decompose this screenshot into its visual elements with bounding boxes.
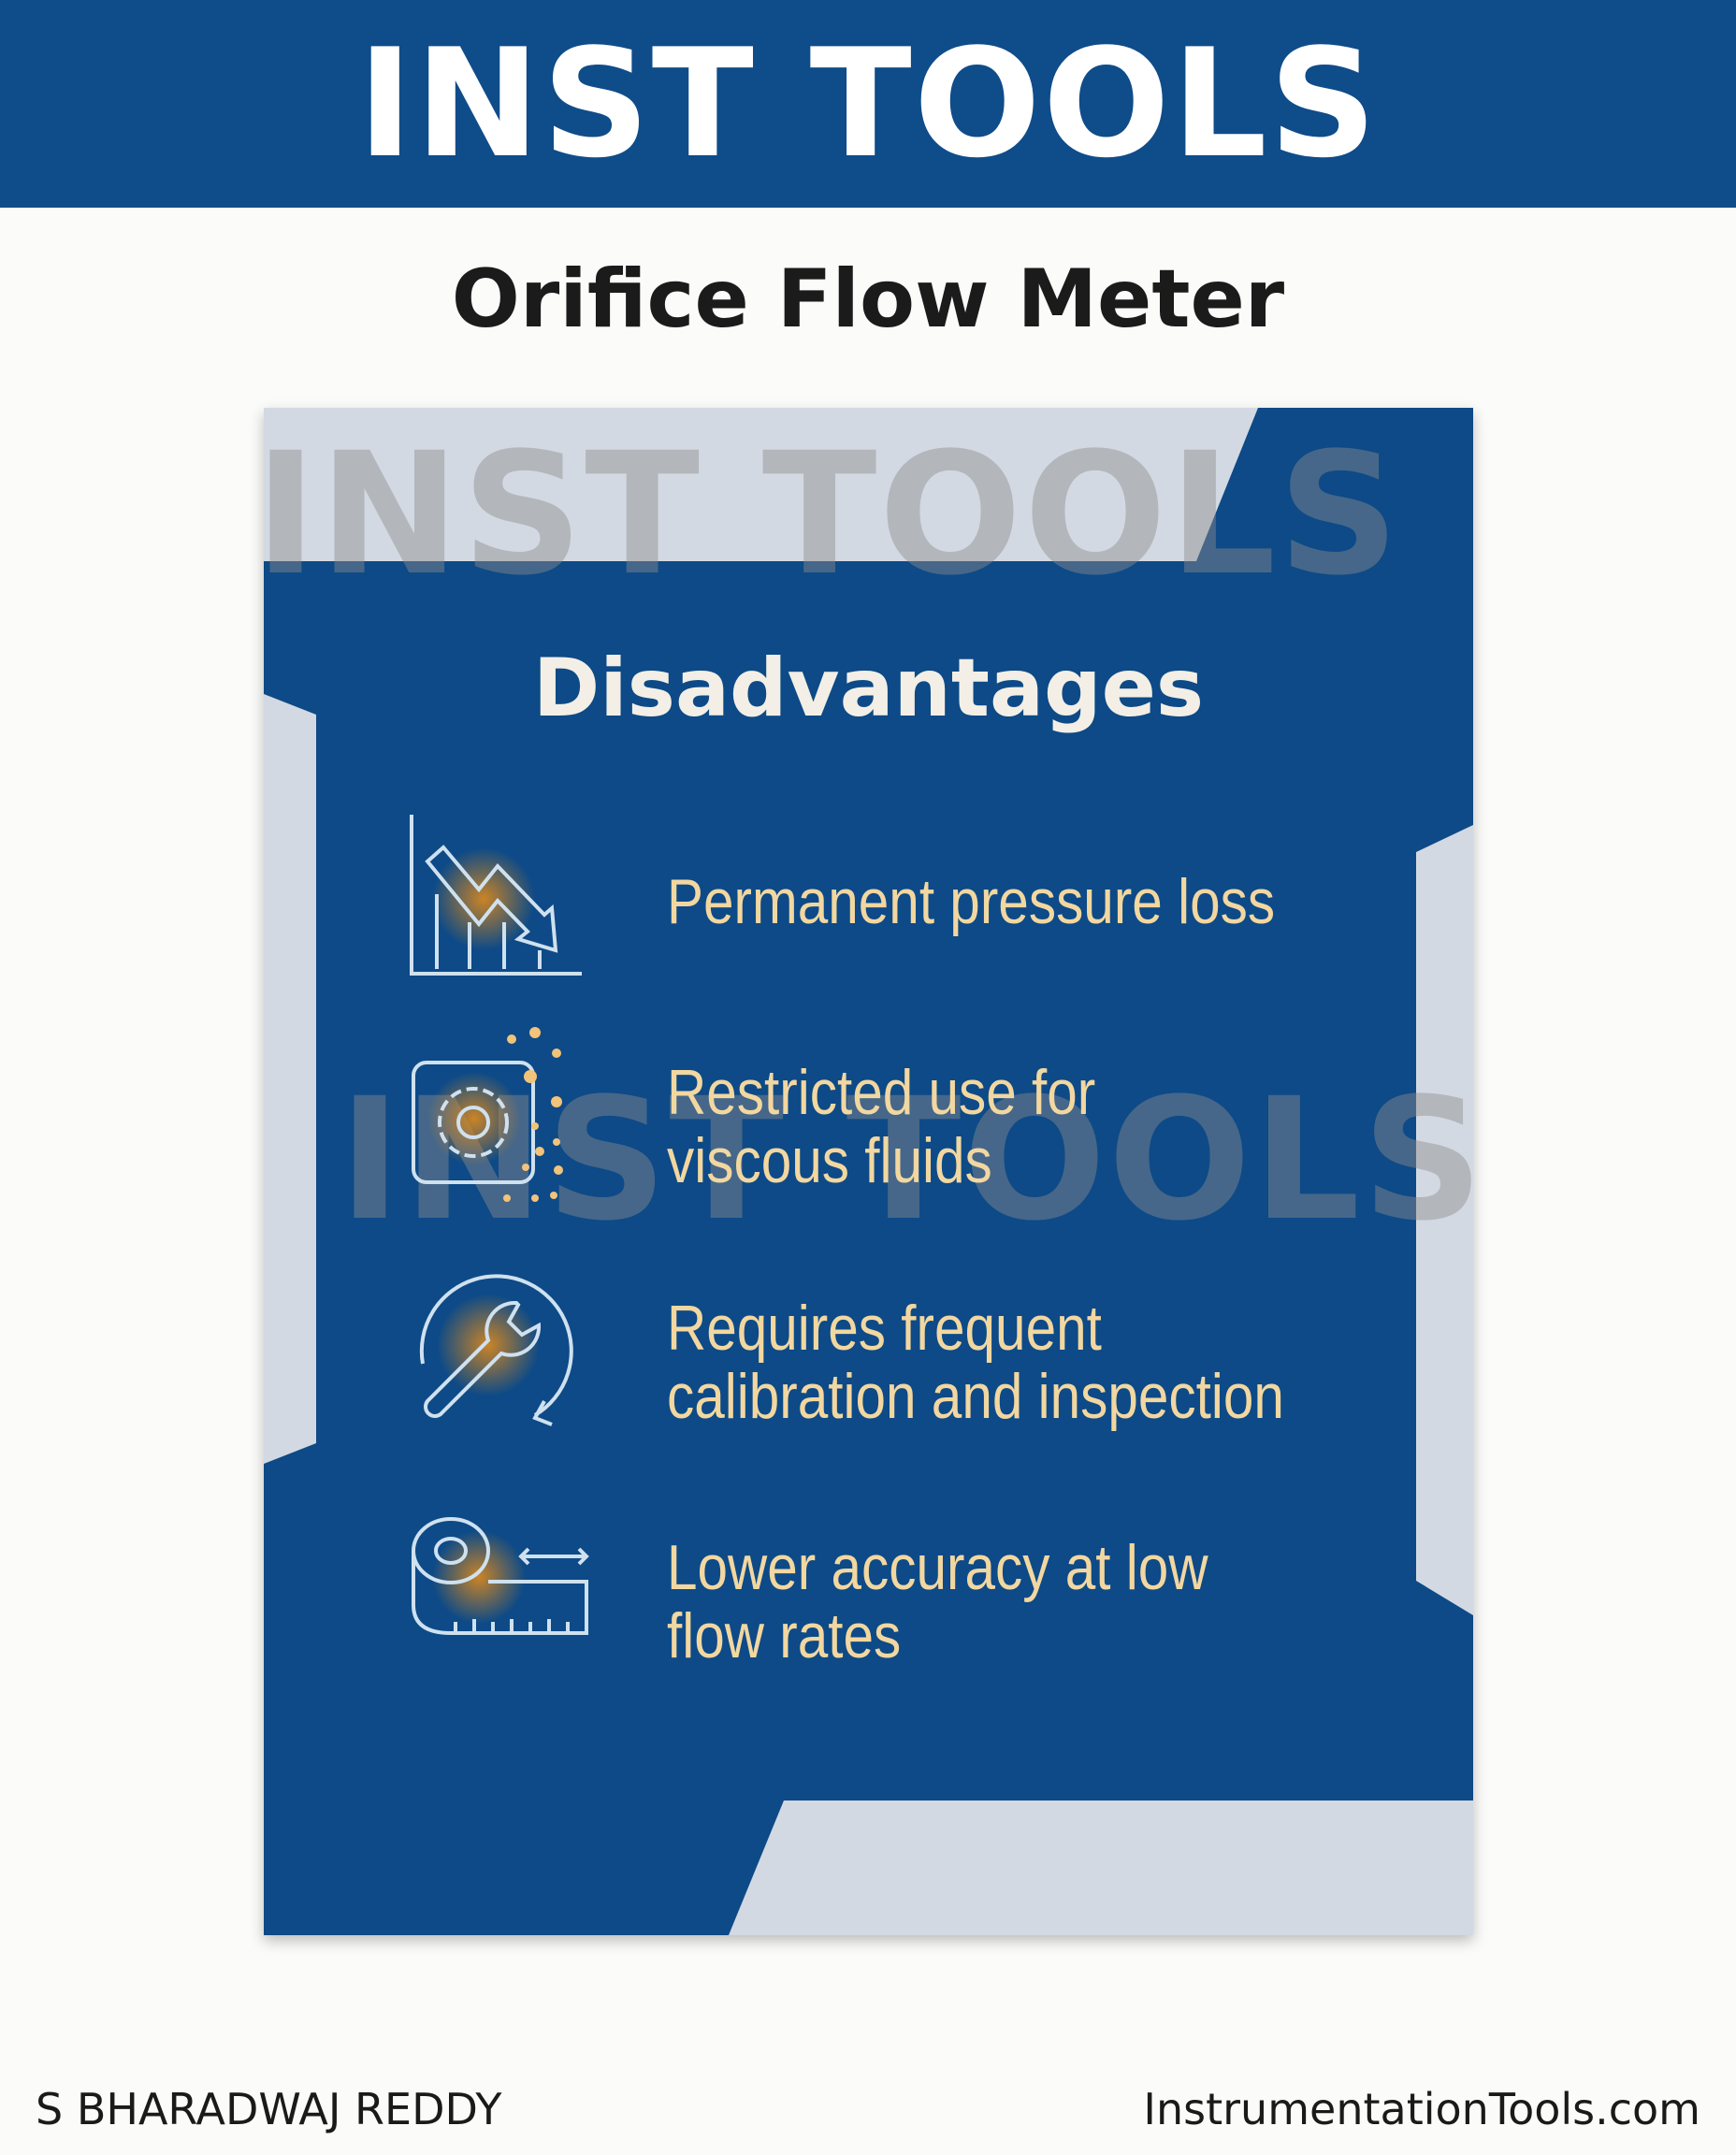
watermark-top: INST TOOLS — [264, 417, 1401, 613]
item-line: Permanent pressure loss — [667, 866, 1276, 937]
disadvantages-card: INST TOOLS INST TOOLS Disadvantages Perm… — [264, 408, 1473, 1935]
list-item: Requires frequent calibration and inspec… — [404, 1261, 1461, 1448]
item-line: calibration and inspection — [667, 1361, 1284, 1432]
wrench-cycle-icon — [419, 1274, 573, 1426]
item-line: viscous fluids — [667, 1125, 992, 1196]
list-item: Restricted use for viscous fluids — [404, 1025, 1461, 1212]
item-line: Lower accuracy at low — [667, 1532, 1208, 1603]
left-strip — [264, 694, 316, 1464]
header-banner: INST TOOLS — [0, 0, 1736, 208]
card-decoration — [264, 408, 1473, 1935]
item-text: Lower accuracy at low flow rates — [667, 1534, 1208, 1670]
gear-viscous-icon — [412, 1027, 563, 1202]
author-credit: S BHARADWAJ REDDY — [36, 2084, 502, 2134]
measuring-tape-icon — [412, 1517, 589, 1635]
chart-decline-icon — [410, 815, 582, 976]
item-line: Requires frequent — [667, 1293, 1102, 1364]
item-line: Restricted use for — [667, 1057, 1096, 1128]
bottom-strip — [729, 1801, 1473, 1935]
website-link[interactable]: InstrumentationTools.com — [1143, 2084, 1700, 2134]
section-heading: Disadvantages — [532, 642, 1205, 735]
top-strip — [264, 408, 1258, 561]
item-line: flow rates — [667, 1600, 902, 1671]
watermark-middle: INST TOOLS — [339, 1063, 1473, 1258]
item-text: Permanent pressure loss — [667, 868, 1275, 936]
page-title: Orifice Flow Meter — [451, 253, 1285, 346]
item-text: Restricted use for viscous fluids — [667, 1059, 1095, 1195]
right-strip — [1416, 825, 1473, 1615]
brand-title: INST TOOLS — [357, 16, 1379, 191]
list-item: Lower accuracy at low flow rates — [404, 1502, 1461, 1689]
list-item: Permanent pressure loss — [404, 810, 1461, 997]
item-text: Requires frequent calibration and inspec… — [667, 1294, 1284, 1431]
